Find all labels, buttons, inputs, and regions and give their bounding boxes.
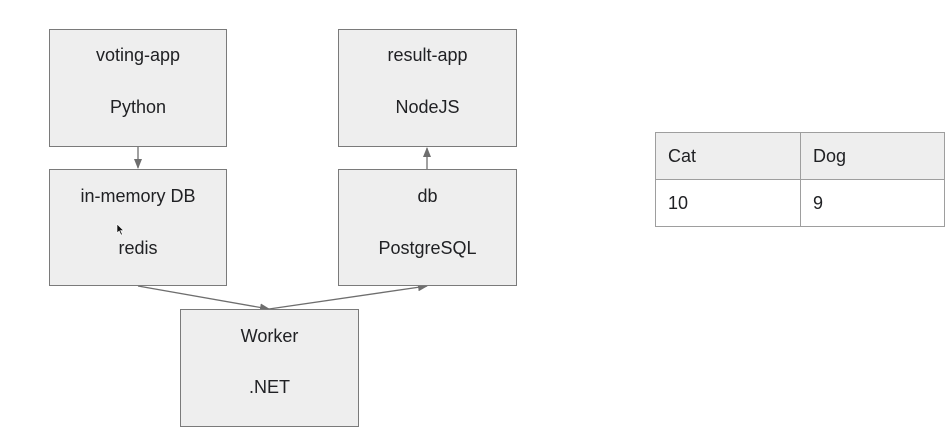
table-row: 10 9 bbox=[655, 179, 945, 227]
voting-app-box: voting-app Python bbox=[49, 29, 227, 147]
db-tech: PostgreSQL bbox=[378, 238, 477, 258]
mouse-pointer-icon bbox=[116, 223, 125, 236]
voting-app-name: voting-app bbox=[95, 45, 181, 65]
voting-app-tech: Python bbox=[109, 97, 167, 117]
result-app-tech: NodeJS bbox=[395, 97, 460, 117]
in-memory-db-box: in-memory DB redis bbox=[49, 169, 227, 286]
table-header-cat: Cat bbox=[655, 132, 801, 180]
result-app-box: result-app NodeJS bbox=[338, 29, 517, 147]
in-memory-db-name: in-memory DB bbox=[80, 186, 196, 206]
result-app-name: result-app bbox=[387, 45, 468, 65]
worker-name: Worker bbox=[240, 326, 299, 346]
table-cell-dog-count: 9 bbox=[800, 179, 945, 227]
arrow-worker-to-db bbox=[268, 283, 428, 310]
worker-tech: .NET bbox=[248, 377, 290, 397]
db-box: db PostgreSQL bbox=[338, 169, 517, 286]
worker-box: Worker .NET bbox=[180, 309, 359, 427]
arrow-in-memory-db-to-worker bbox=[137, 285, 270, 312]
table-header-row: Cat Dog bbox=[655, 132, 945, 180]
table-header-dog: Dog bbox=[800, 132, 945, 180]
results-table: Cat Dog 10 9 bbox=[655, 132, 945, 227]
in-memory-db-tech: redis bbox=[118, 238, 158, 258]
table-cell-cat-count: 10 bbox=[655, 179, 801, 227]
db-name: db bbox=[417, 186, 438, 206]
